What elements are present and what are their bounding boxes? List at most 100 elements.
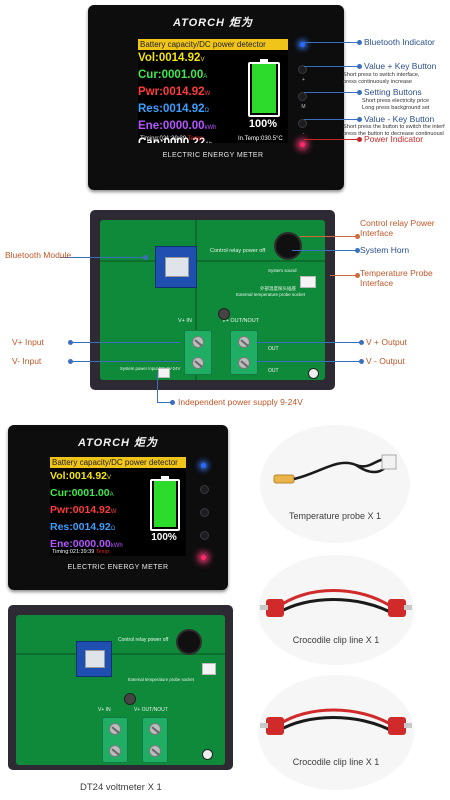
reading-value: 0000.22 [163, 137, 206, 143]
pcb: Control relay power off System sound Ext… [100, 220, 325, 380]
reading-unit: kWh [110, 543, 123, 549]
callout-vplus-output: V + Output [366, 337, 407, 347]
reading-row: Cap:0000.22Ah [138, 135, 217, 143]
reading-value: 0014.92 [162, 103, 205, 115]
callout-independent-supply: Independent power supply 9-24V [178, 397, 303, 407]
minus-button[interactable]: - [298, 119, 307, 137]
bottom-caption: DT24 voltmeter X 1 [80, 782, 162, 793]
callout-power-indicator: Power Indicator [364, 134, 424, 144]
accessory-clip-1: Crocodile clip line X 1 [258, 555, 414, 665]
mode-button-2[interactable] [200, 508, 209, 517]
callout-relay-interface: Control relay Power Interface [360, 218, 435, 238]
silk-vin: V+ IN [178, 318, 192, 324]
callout-vminus-output: V - Output [366, 356, 405, 366]
bluetooth-led-2 [201, 463, 206, 468]
callout-system-horn: System Horn [360, 245, 410, 255]
system-horn-2 [176, 629, 202, 655]
callout-temp-probe: Temperature Probe Interface [360, 268, 433, 288]
battery-icon-2 [150, 476, 180, 531]
bluetooth-module [155, 246, 197, 288]
callout-setting-buttons: Setting Buttons [364, 87, 422, 97]
silk-out-2: OUT [268, 368, 279, 374]
reading-row: Cur:0001.00A [138, 67, 217, 84]
meter-brand-2: ATORCH 炬为 [77, 437, 159, 449]
reading-unit: A [203, 74, 208, 80]
silk-external-probe: External temperature probe socket [236, 292, 306, 297]
temperature-probe-image [273, 454, 397, 484]
silk-system-sound: System sound [268, 268, 297, 273]
meter-front-top: ATORCH 炬为 Battery capacity/DC power dete… [88, 5, 344, 190]
meter-screen: Battery capacity/DC power detector Vol:0… [138, 39, 288, 143]
power-led-2 [201, 555, 206, 560]
battery-icon [248, 59, 280, 117]
reading-row: Ene:0000.00kWh [138, 118, 217, 135]
power-led [300, 142, 305, 147]
reading-row: Vol:0014.92V [50, 468, 123, 485]
callout-value-plus: Value + Key Button [364, 61, 437, 71]
reading-value: 0014.92 [72, 504, 111, 516]
callout-bluetooth-module: Bluetooth Module [5, 250, 72, 260]
reading-unit: W [110, 509, 117, 515]
silk-vin-2: V+ IN [98, 707, 111, 713]
accessory-clip-2: Crocodile clip line X 1 [258, 675, 414, 790]
timing-readout-2: Timing:021:39:39 Temp: [52, 549, 111, 555]
reading-row: Pwr:0014.92W [138, 84, 217, 101]
reading-value: 0000.00 [162, 120, 205, 132]
reading-value: 0001.00 [161, 69, 204, 81]
meter-brand: ATORCH 炬为 [172, 17, 254, 29]
crocodile-clip-image-1 [260, 589, 412, 617]
silk-relay-2: Control relay power off [118, 637, 169, 643]
callout-value-plus-desc: Short press to switch interface, press c… [343, 72, 420, 85]
plus-button-2[interactable] [200, 485, 209, 494]
interval-temp: In.Temp:030.5°C [238, 136, 283, 142]
reading-label: Pwr: [50, 504, 73, 516]
reading-label: Cap: [50, 555, 73, 556]
timing-readout: Timing:021:39:39 Temp: [140, 136, 205, 142]
reading-row: Res:0014.92Ω [138, 101, 217, 118]
plus-button[interactable]: + [298, 65, 307, 83]
callout-setting-desc: Short press electricity price Long press… [362, 98, 430, 111]
reading-row: Pwr:0014.92W [50, 502, 123, 519]
accessory-temp-probe: Temperature probe X 1 [260, 425, 410, 543]
reading-value: 0000.00 [72, 538, 111, 550]
minus-button-2[interactable] [200, 531, 209, 540]
reading-label: Ene: [50, 538, 73, 550]
screen-header-2: Battery capacity/DC power detector [50, 457, 186, 468]
meter-screen-2: Battery capacity/DC power detector Vol:0… [50, 457, 186, 556]
battery-percent-2: 100% [151, 532, 177, 543]
accessory-label-clip-1: Crocodile clip line X 1 [292, 635, 380, 645]
screen-header: Battery capacity/DC power detector [138, 39, 288, 50]
silk-out-1: OUT [268, 346, 279, 352]
reading-label: Vol: [138, 52, 159, 64]
silk-relay: Control relay power off [210, 248, 266, 254]
silk-vout-2: V+ OUT/NOUT [134, 707, 168, 713]
pcb-2: Control relay power off External tempera… [16, 615, 225, 765]
callout-bluetooth-indicator: Bluetooth Indicator [364, 37, 435, 47]
callout-value-minus-desc: Short press the button to switch the int… [343, 124, 445, 137]
silk-chinese-probe: 外部温度探头插座 [260, 286, 296, 291]
callout-vminus-input: V- Input [12, 356, 42, 366]
meter-front-bottom: ATORCH 炬为 Battery capacity/DC power dete… [8, 425, 228, 590]
reading-unit: W [204, 91, 211, 97]
mode-button[interactable]: M [298, 92, 307, 110]
bluetooth-module-2 [76, 641, 112, 677]
accessory-label-temp-probe: Temperature probe X 1 [288, 511, 382, 521]
temp-probe-socket [300, 276, 316, 288]
reading-label: Cur: [138, 69, 162, 81]
reading-value: 0000.22 [73, 555, 111, 556]
battery-fill-2 [154, 481, 176, 527]
accessory-label-clip-2: Crocodile clip line X 1 [292, 757, 380, 767]
input-terminal [184, 330, 212, 375]
reading-label: Cur: [50, 487, 72, 499]
battery-percent: 100% [248, 118, 278, 130]
reading-row: Res:0014.92Ω [50, 519, 123, 536]
reading-value: 0001.00 [71, 487, 110, 499]
silk-vout: V+ OUT/NOUT [222, 318, 260, 324]
reading-unit: Ω [110, 526, 116, 532]
reading-unit: Ah [205, 142, 212, 143]
board-back-top: Control relay power off System sound Ext… [90, 210, 335, 390]
callout-value-minus: Value - Key Button [364, 114, 435, 124]
reading-label: Res: [50, 521, 73, 533]
